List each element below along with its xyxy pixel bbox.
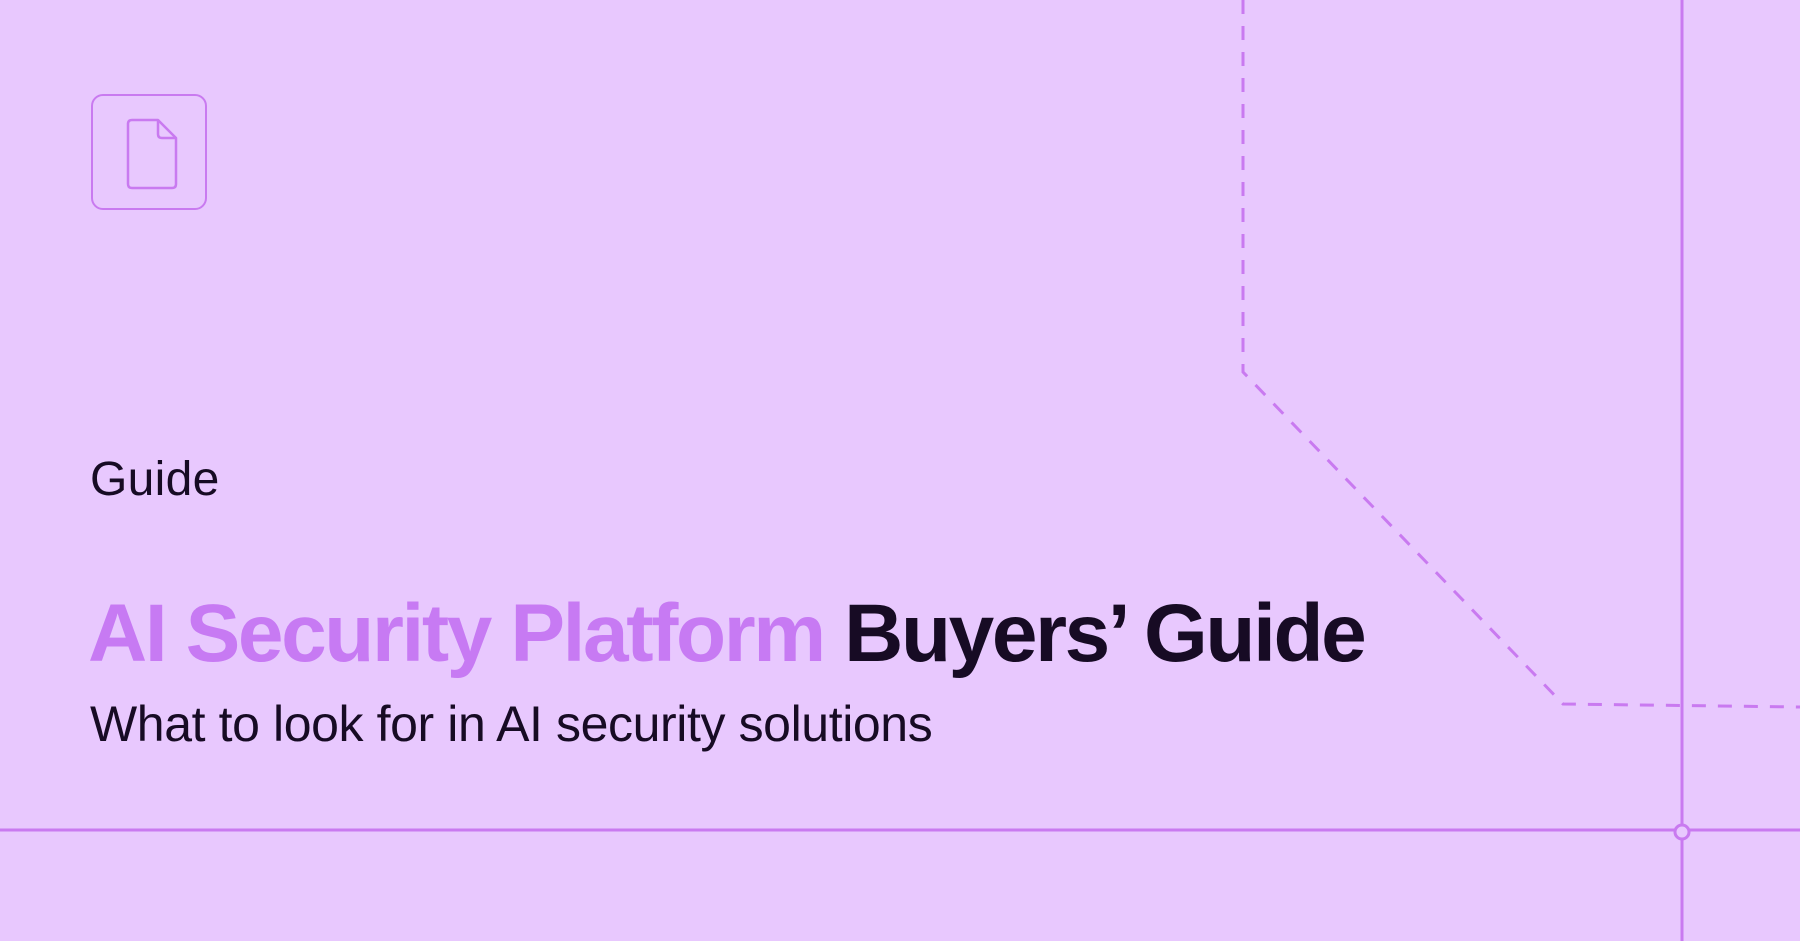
intersection-node: [1673, 823, 1691, 841]
page-subtitle: What to look for in AI security solution…: [90, 696, 933, 752]
page-title: AI Security Platform Buyers’ Guide: [88, 586, 1367, 682]
document-icon: [126, 118, 178, 190]
dashed-connector-line: [1241, 0, 1800, 709]
document-icon-tile: [91, 94, 207, 210]
title-dark-text: Buyers’ Guide: [844, 588, 1367, 679]
eyebrow-label: Guide: [90, 453, 220, 506]
title-accent-text: AI Security Platform: [88, 588, 826, 679]
